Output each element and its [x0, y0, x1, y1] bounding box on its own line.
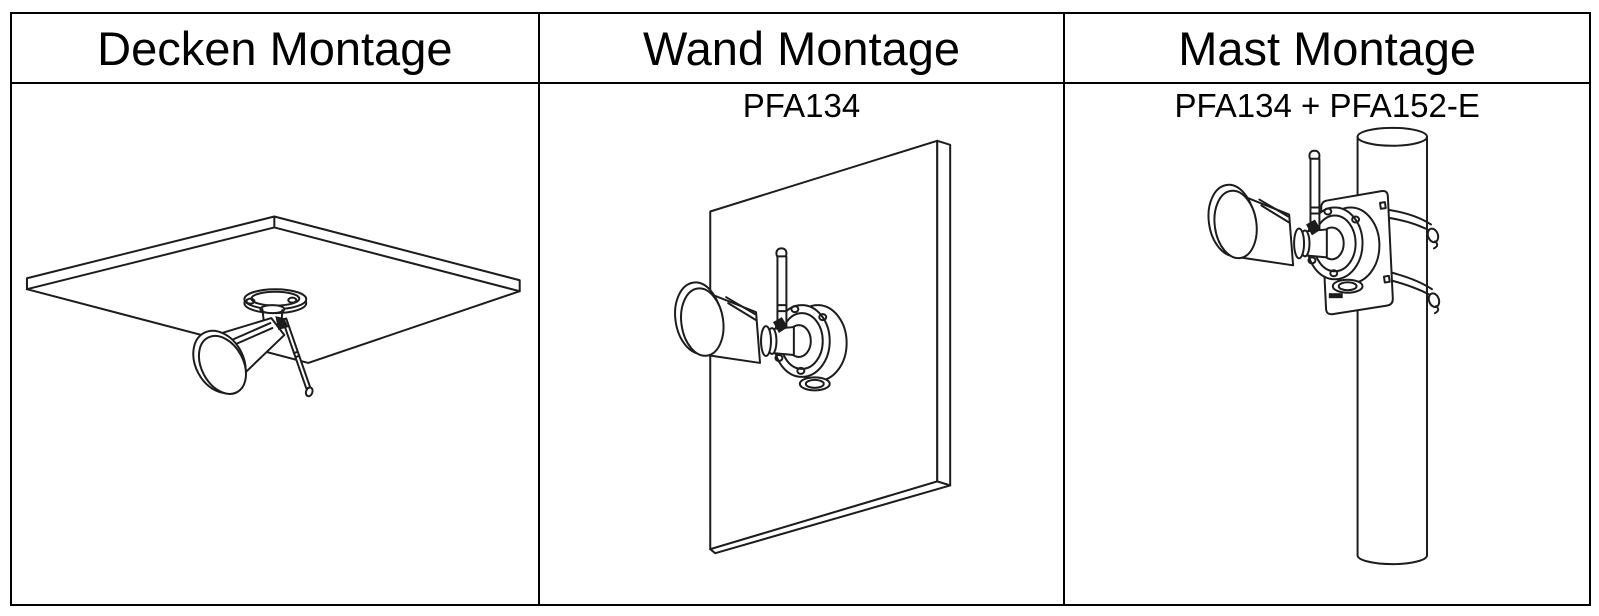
mounting-options-table: Decken Montage Wand Montage Mast Montage [10, 12, 1591, 606]
ceiling-mount-diagram [25, 215, 521, 398]
bullet-camera [1207, 183, 1322, 267]
hinge-joint [275, 316, 289, 331]
product-label: PFA134 [742, 87, 861, 124]
pole-camera-assembly [1207, 149, 1381, 294]
ceiling-camera-assembly [192, 288, 314, 398]
camera-stem [759, 325, 795, 357]
hinge-joint [1306, 219, 1322, 236]
mount-flange [243, 288, 308, 328]
hinge-joint [772, 317, 788, 334]
pole-mount-diagram [1207, 126, 1441, 566]
cell-ceiling-mount [12, 84, 538, 604]
wifi-antenna [1308, 149, 1321, 233]
header-label: Wand Montage [642, 21, 960, 75]
wifi-antenna [775, 247, 788, 331]
header-label: Decken Montage [97, 21, 453, 75]
product-label: PFA134 + PFA152-E [1174, 87, 1480, 124]
bullet-camera [673, 281, 788, 364]
header-wand-montage: Wand Montage [537, 14, 1064, 84]
junction-box [772, 304, 848, 392]
wall-mount-diagram [673, 139, 951, 555]
bullet-camera [192, 316, 289, 395]
hose-clamp-upper [1385, 208, 1440, 250]
header-decken-montage: Decken Montage [12, 14, 538, 84]
junction-box [1306, 206, 1381, 294]
brand-label [1329, 293, 1344, 299]
cell-pole-mount: PFA134 + PFA152-E [1063, 84, 1589, 604]
wall-camera-assembly [673, 247, 848, 392]
hose-clamp-lower [1389, 271, 1441, 315]
header-label: Mast Montage [1178, 21, 1477, 75]
cell-wall-mount: PFA134 [537, 84, 1064, 604]
camera-stem [1293, 227, 1329, 260]
header-mast-montage: Mast Montage [1063, 14, 1589, 84]
